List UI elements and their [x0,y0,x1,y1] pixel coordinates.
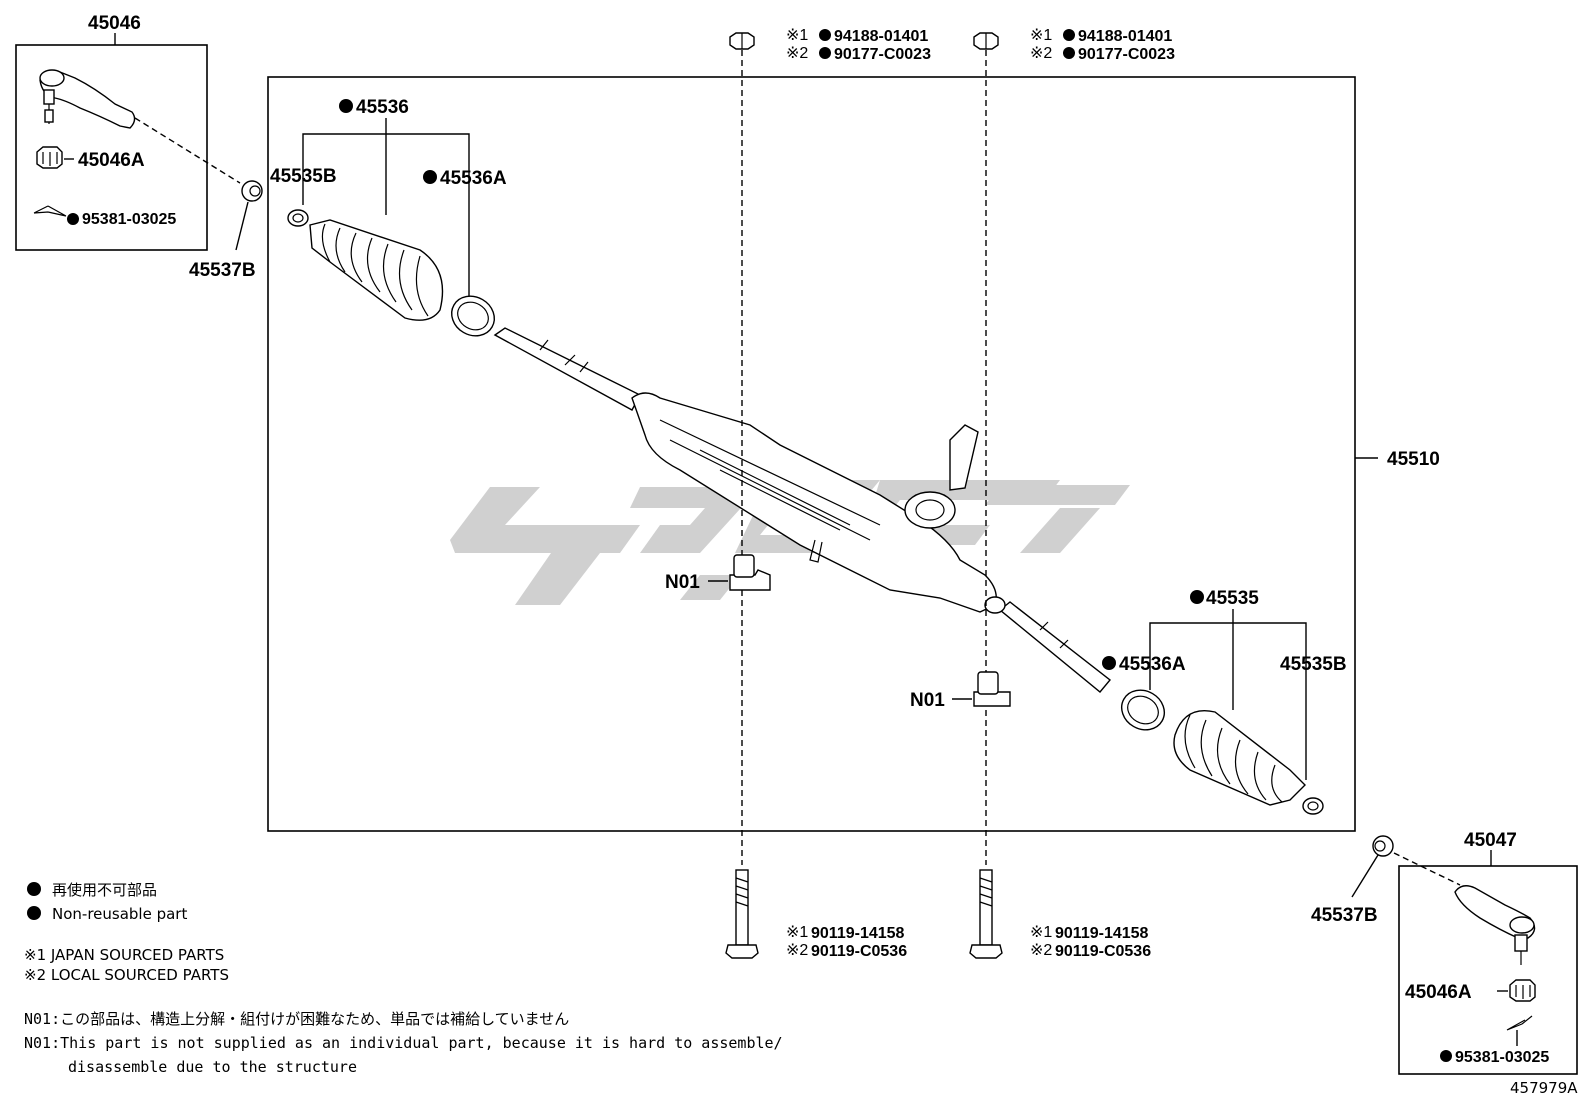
left-clamp-label: 45536A [440,168,507,189]
non-reusable-dot [819,47,831,59]
right-clamp-label: 45536A [1119,654,1186,675]
left-grommet-icon [729,554,771,591]
steering-rack-icon [493,327,1112,693]
right-tie-rod-kit-label: 45047 [1464,830,1517,851]
right-tie-rod-dash [1393,852,1461,886]
bottom-bolt-left-mark1: ※1 [786,924,808,941]
right-large-clamp-icon [1121,689,1165,731]
left-nut-label: 45046A [78,150,145,171]
left-cotter-pin-icon [33,205,67,217]
top-nut-left-mark1: ※1 [786,27,808,44]
right-pin-label: 95381-03025 [1455,1049,1549,1066]
non-reusable-dot [1063,29,1075,41]
right-boot-bracket [1149,622,1307,780]
non-reusable-dot [67,213,79,225]
legend-n01-en-1: N01:This part is not supplied as an indi… [24,1034,783,1052]
non-reusable-dot [423,170,437,184]
non-reusable-dot [1190,590,1204,604]
right-small-clip-icon [1302,797,1324,815]
right-grommet-icon [973,671,1011,707]
legend-sourced-2: ※2 LOCAL SOURCED PARTS [24,966,229,984]
bottom-bolt-right-mark1: ※1 [1030,924,1052,941]
non-reusable-dot [27,882,41,896]
left-tie-rod-kit-label: 45046 [88,13,141,34]
bottom-bolt-right-icon [969,869,1003,959]
right-bushing-icon [1372,835,1394,857]
top-nut-left-mark2: ※2 [786,45,808,62]
right-bushing-leader [1351,854,1379,898]
left-boot-icon [309,219,444,321]
right-grommet-label: N01 [910,690,945,711]
legend-non-reusable-ja: 再使用不可部品 [52,881,157,899]
non-reusable-dot [339,99,353,113]
left-small-clip-icon [287,209,309,227]
non-reusable-dot [819,29,831,41]
left-tie-rod-end-icon [39,69,136,129]
top-nut-right-pn1: 94188-01401 [1078,28,1172,45]
left-boot-label: 45536 [356,97,409,118]
right-tie-rod-kit-box [1398,865,1578,1075]
top-nut-right-pn2: 90177-C0023 [1078,46,1175,63]
assembly-box [267,76,1356,832]
right-clip-label: 45535B [1280,654,1347,675]
left-bushing-leader [235,201,249,251]
left-tie-rod-dash [134,117,241,184]
top-nut-left-pn1: 94188-01401 [834,28,928,45]
legend-non-reusable-en: Non-reusable part [52,905,187,923]
left-clip-label: 45535B [270,166,337,187]
assembly-label: 45510 [1387,449,1440,470]
top-nut-right-icon [973,32,999,50]
bottom-bolt-left-pn1: 90119-14158 [811,925,905,942]
left-nut-icon [36,146,63,169]
legend-n01-ja: N01:この部品は、構造上分解・組付けが困難なため、単品では補給していません [24,1010,569,1028]
bottom-bolt-left-pn2: 90119-C0536 [811,943,907,960]
left-bushing-label: 45537B [189,260,256,281]
right-boot-icon [1173,710,1306,806]
left-large-clamp-icon [451,295,495,337]
right-nut-icon [1509,979,1536,1002]
bottom-bolt-right-mark2: ※2 [1030,942,1052,959]
bottom-bolt-left-icon [725,869,759,959]
non-reusable-dot [1440,1050,1452,1062]
figure-id: 457979A [1510,1079,1578,1097]
top-nut-left-icon [729,32,755,50]
legend-n01-en-2: disassemble due to the structure [68,1058,357,1076]
top-nut-right-mark1: ※1 [1030,27,1052,44]
non-reusable-dot [27,906,41,920]
top-nut-left-pn2: 90177-C0023 [834,46,931,63]
left-pin-label: 95381-03025 [82,211,176,228]
left-grommet-label: N01 [665,572,700,593]
right-bushing-label: 45537B [1311,905,1378,926]
bottom-bolt-right-pn1: 90119-14158 [1055,925,1149,942]
right-nut-label: 45046A [1405,982,1472,1003]
bottom-bolt-right-pn2: 90119-C0536 [1055,943,1151,960]
left-tie-rod-kit-box [15,44,208,251]
bottom-bolt-left-mark2: ※2 [786,942,808,959]
legend-sourced-1: ※1 JAPAN SOURCED PARTS [24,946,224,964]
right-boot-label: 45535 [1206,588,1259,609]
right-cotter-pin-icon [1506,1015,1533,1031]
non-reusable-dot [1102,656,1116,670]
left-bushing-icon [241,180,263,202]
non-reusable-dot [1063,47,1075,59]
top-nut-right-mark2: ※2 [1030,45,1052,62]
right-tie-rod-end-icon [1454,885,1536,965]
